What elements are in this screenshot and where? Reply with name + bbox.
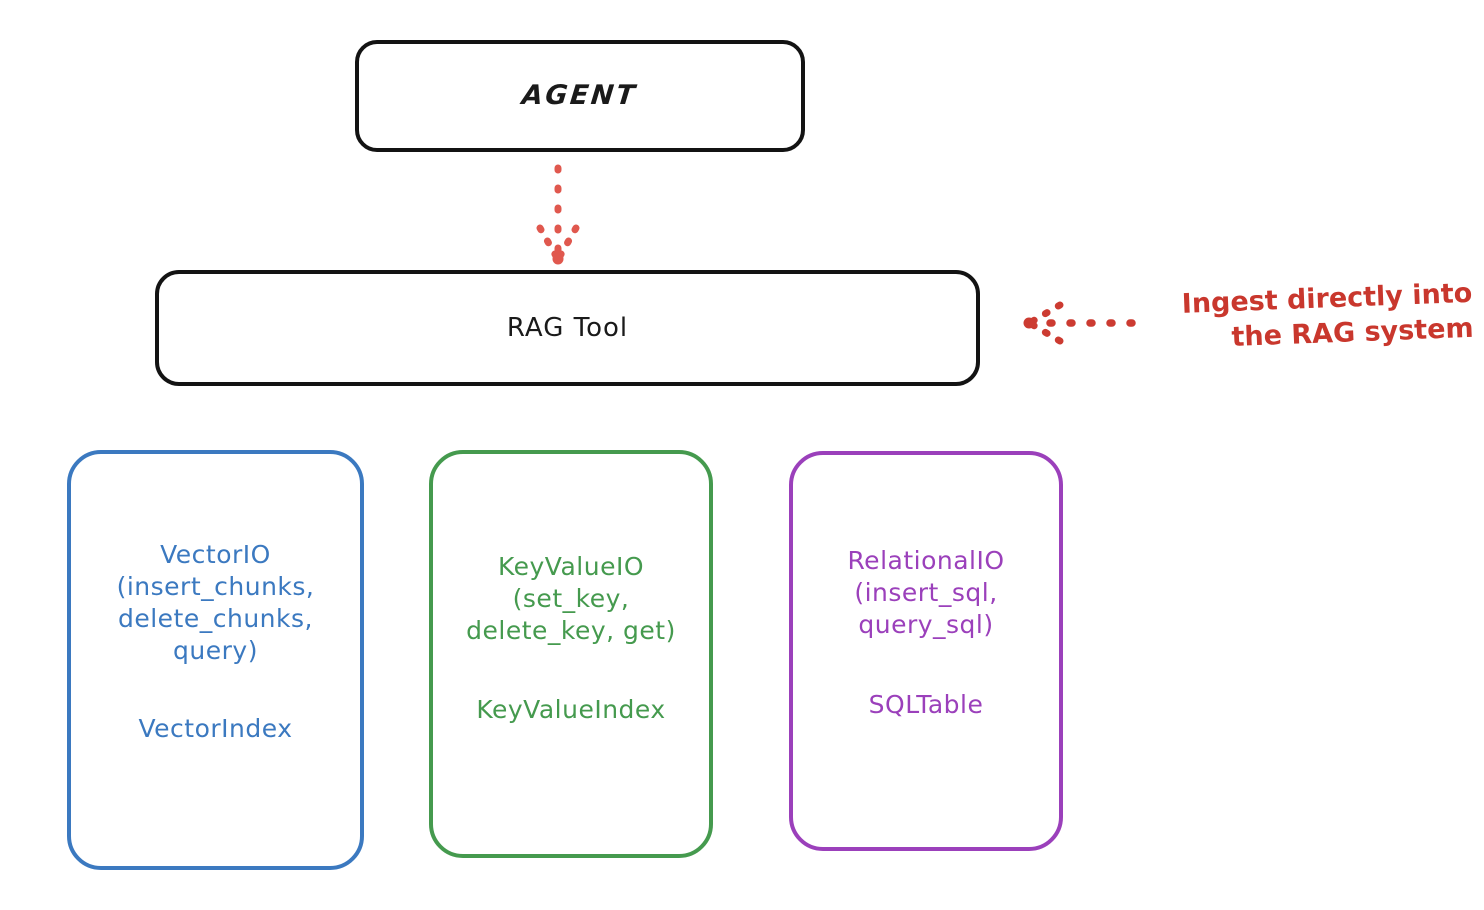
connector-agent-to-rag-tool — [536, 164, 580, 265]
node-relational-io[interactable]: RelationalIO (insert_sql, query_sql) SQL… — [789, 451, 1063, 851]
node-rag-tool-label: RAG Tool — [506, 312, 629, 343]
node-relational-io-api-label: RelationalIO (insert_sql, query_sql) — [847, 546, 1005, 639]
node-key-value-io-api-label: KeyValueIO (set_key, delete_key, get) — [466, 552, 676, 645]
connector-ingest-to-rag-tool — [1023, 301, 1136, 345]
node-key-value-io-index-label: KeyValueIndex — [476, 695, 666, 724]
node-vector-io-api-label: VectorIO (insert_chunks, delete_chunks, … — [116, 540, 315, 665]
node-agent[interactable]: AGENT — [355, 40, 805, 152]
node-agent-label: AGENT — [520, 80, 640, 112]
node-vector-io[interactable]: VectorIO (insert_chunks, delete_chunks, … — [67, 450, 364, 870]
node-relational-io-index-label: SQLTable — [868, 690, 984, 719]
annotation-ingest-directly: Ingest directly into the RAG system — [1181, 277, 1475, 354]
node-vector-io-index-label: VectorIndex — [138, 714, 293, 743]
node-key-value-io[interactable]: KeyValueIO (set_key, delete_key, get) Ke… — [429, 450, 713, 858]
node-rag-tool[interactable]: RAG Tool — [155, 270, 980, 386]
